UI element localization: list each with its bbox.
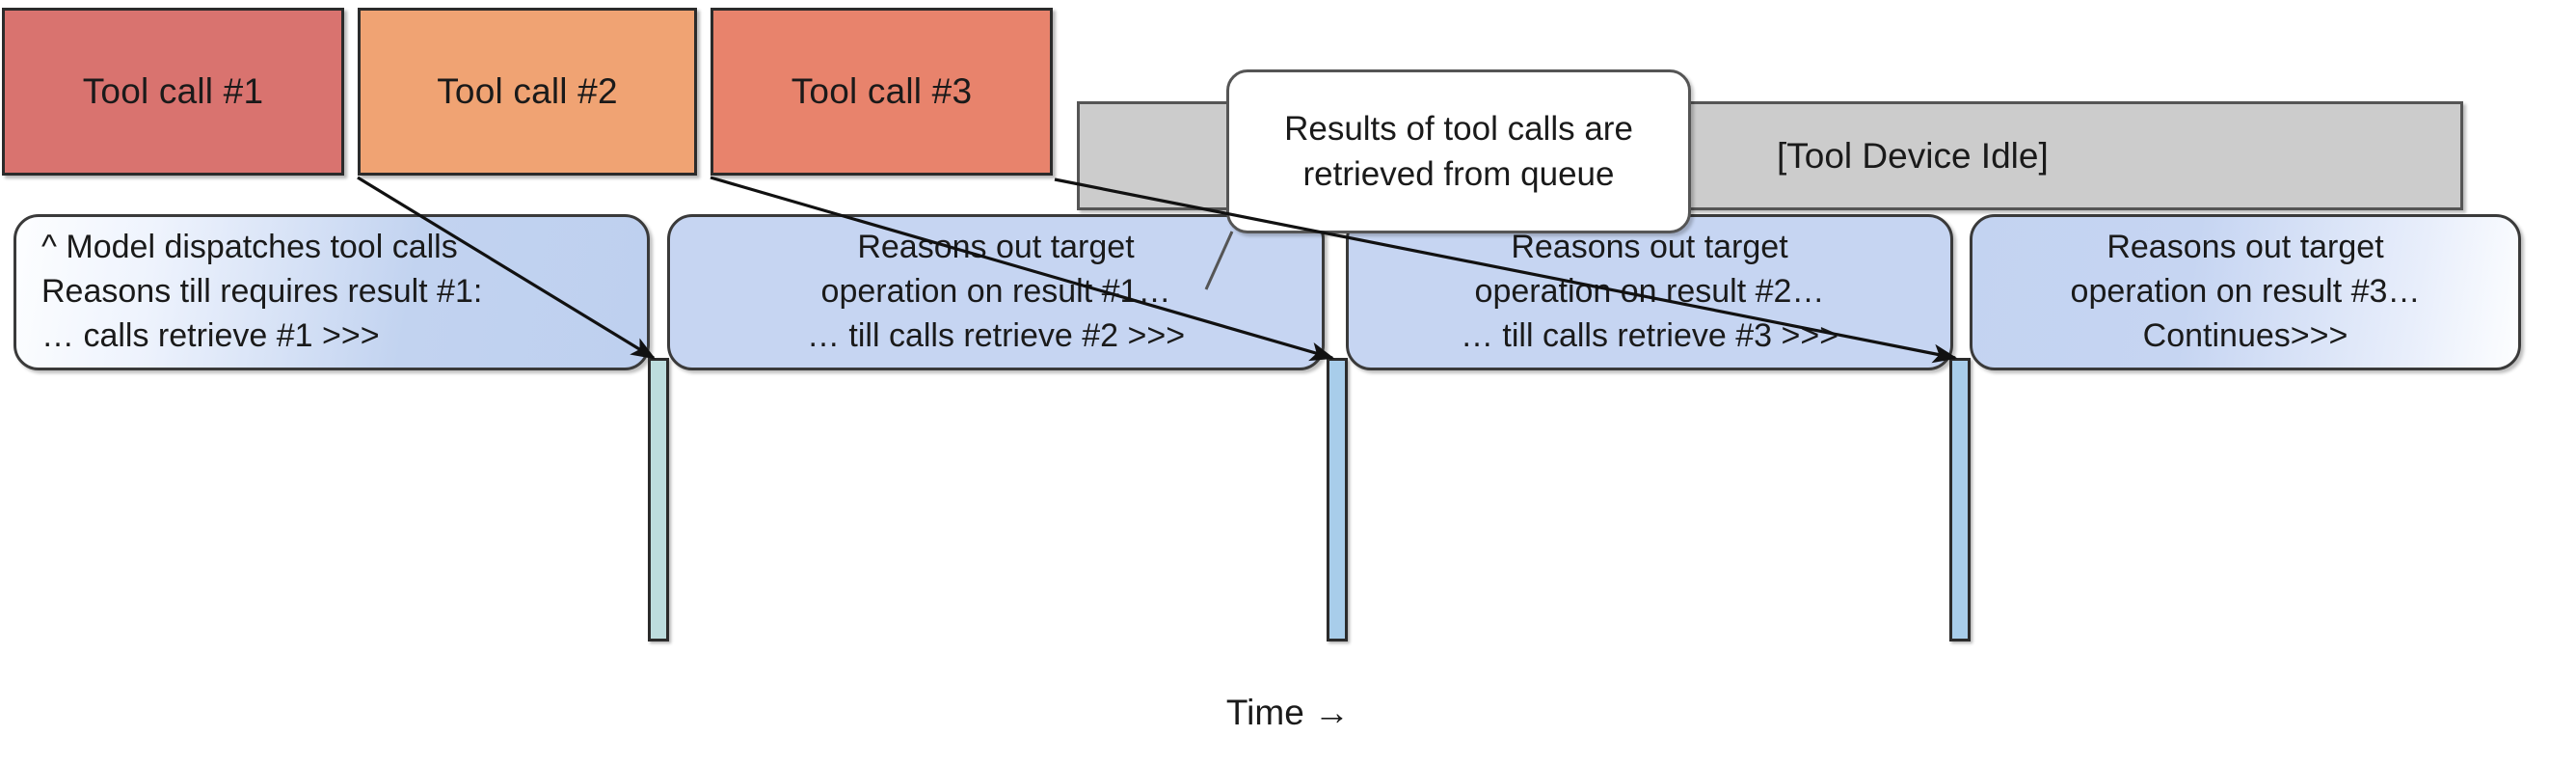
tool-call-3-label: Tool call #3 xyxy=(791,71,973,111)
reasoning-block-4-line-2: operation on result #3… xyxy=(2070,273,2421,311)
queue-retrieval-callout[interactable]: Results of tool calls are retrieved from… xyxy=(1226,69,1691,233)
result-retrieval-separator-2[interactable] xyxy=(1327,358,1348,641)
tool-call-block-1[interactable]: Tool call #1 xyxy=(2,8,344,176)
tool-call-1-label: Tool call #1 xyxy=(82,71,264,111)
reasoning-block-4-line-3: Continues>>> xyxy=(2142,316,2348,354)
reasoning-block-1-line-2: Reasons till requires result #1: xyxy=(41,273,483,311)
reasoning-block-1-line-1: ^ Model dispatches tool calls xyxy=(41,229,458,266)
reasoning-block-1[interactable]: ^ Model dispatches tool calls Reasons ti… xyxy=(13,214,650,370)
reasoning-block-2-line-2: operation on result #1… xyxy=(820,273,1171,311)
reasoning-block-3[interactable]: Reasons out target operation on result #… xyxy=(1346,214,1953,370)
result-retrieval-separator-1[interactable] xyxy=(648,358,669,641)
reasoning-block-1-line-3: … calls retrieve #1 >>> xyxy=(41,316,380,354)
reasoning-block-2-line-1: Reasons out target xyxy=(857,229,1135,266)
tool-call-block-2[interactable]: Tool call #2 xyxy=(358,8,697,176)
time-axis-caption: Time → xyxy=(1225,693,1351,732)
reasoning-block-4[interactable]: Reasons out target operation on result #… xyxy=(1970,214,2521,370)
reasoning-block-2[interactable]: Reasons out target operation on result #… xyxy=(667,214,1325,370)
reasoning-block-4-line-1: Reasons out target xyxy=(2106,229,2384,266)
reasoning-block-3-line-2: operation on result #2… xyxy=(1474,273,1825,311)
tool-call-block-3[interactable]: Tool call #3 xyxy=(711,8,1053,176)
reasoning-block-2-line-3: … till calls retrieve #2 >>> xyxy=(806,316,1186,354)
tool-call-2-label: Tool call #2 xyxy=(437,71,618,111)
result-retrieval-separator-3[interactable] xyxy=(1949,358,1971,641)
queue-retrieval-callout-text: Results of tool calls are retrieved from… xyxy=(1284,109,1633,193)
reasoning-block-3-line-3: … till calls retrieve #3 >>> xyxy=(1460,316,1839,354)
